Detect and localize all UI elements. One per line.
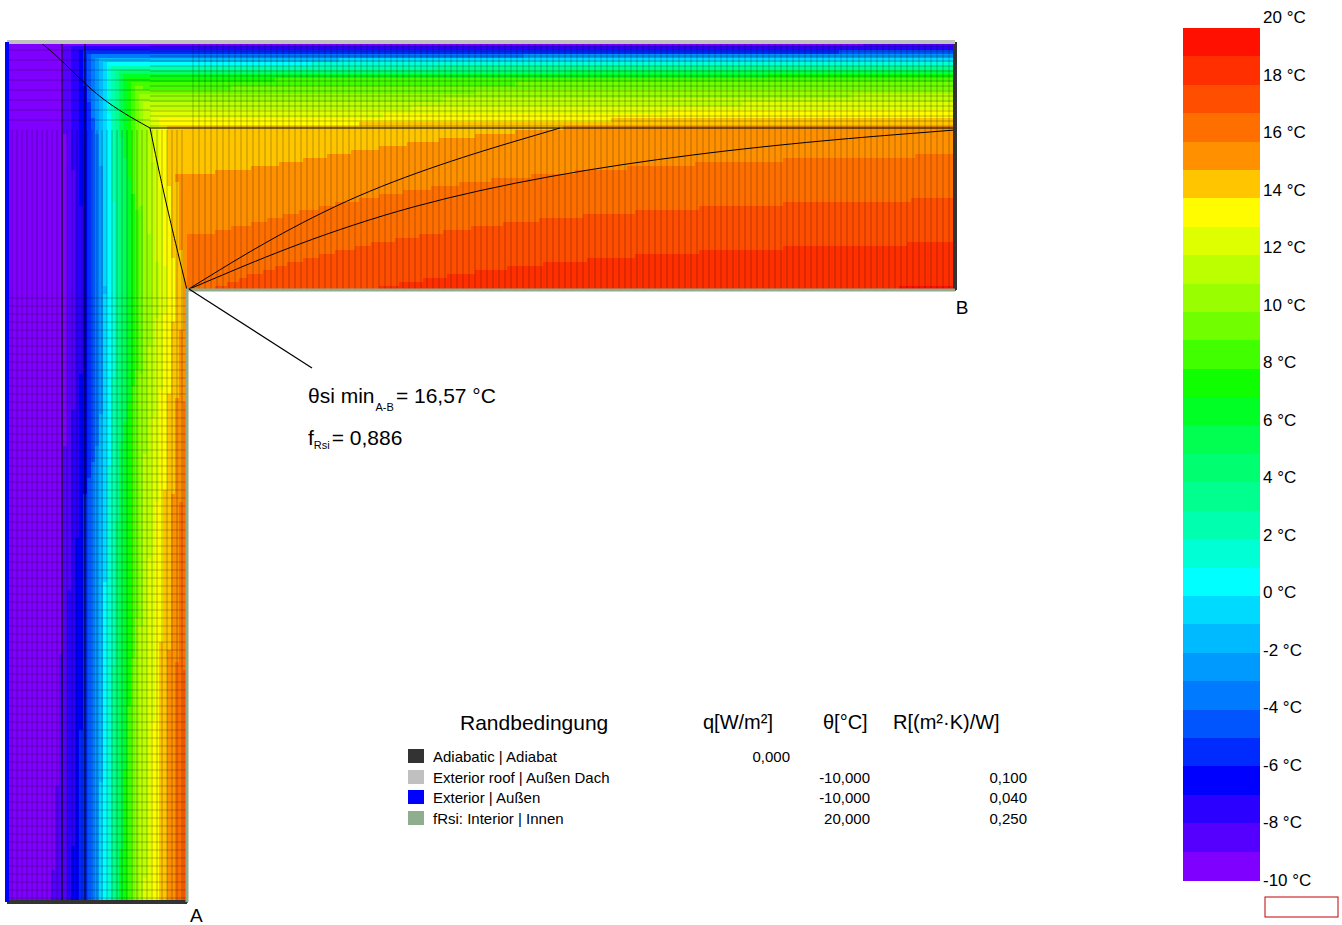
page: 20 °C18 °C16 °C14 °C12 °C10 °C8 °C6 °C4 … <box>0 0 1342 925</box>
